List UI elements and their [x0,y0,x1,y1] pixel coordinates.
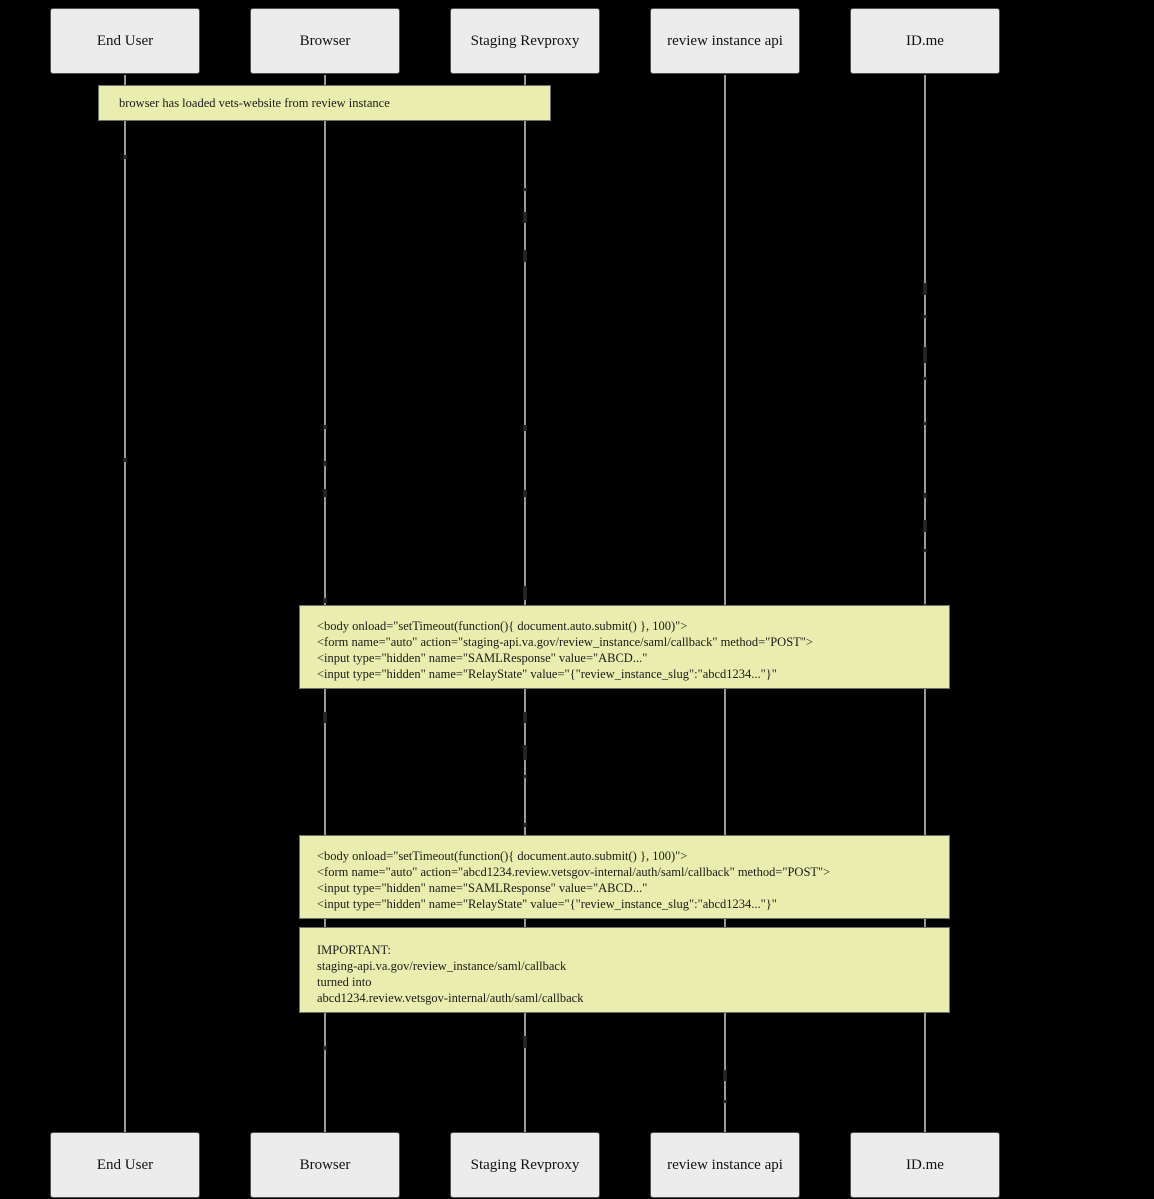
lifeline-crossing-mark [923,347,927,363]
note-saml-autopost-review-instance: <body onload="setTimeout(function(){ doc… [299,835,950,919]
actor-bottom-end-user: End User [50,1132,200,1198]
lifeline-browser [324,75,326,1133]
actor-label: Browser [299,1156,351,1173]
lifeline-crossing-mark [523,712,527,723]
actor-label: ID.me [906,32,944,49]
lifeline-crossing-mark [323,461,327,466]
lifeline-crossing-mark [523,1036,527,1048]
lifeline-crossing-mark [523,586,527,600]
actor-label: Staging Revproxy [470,1156,580,1173]
lifeline-crossing-mark [923,377,927,380]
note-saml-autopost-staging: <body onload="setTimeout(function(){ doc… [299,605,950,689]
note-text: browser has loaded vets-website from rev… [119,96,390,110]
actor-label: End User [96,1156,154,1173]
actor-bottom-staging-revproxy: Staging Revproxy [450,1132,600,1198]
lifeline-crossing-mark [523,212,527,223]
actor-top-review-instance-api: review instance api [650,8,800,74]
note-text: <input type="hidden" name="SAMLResponse"… [317,651,648,665]
lifeline-crossing-mark [923,315,927,318]
note-browser-loaded: browser has loaded vets-website from rev… [98,85,551,121]
lifeline-crossing-mark [923,493,927,498]
lifeline-crossing-mark [923,520,927,532]
actor-label: review instance api [667,1156,783,1173]
note-text: <body onload="setTimeout(function(){ doc… [317,849,688,863]
lifeline-staging-revproxy [524,75,526,1133]
note-text: abcd1234.review.vetsgov-internal/auth/sa… [317,991,584,1005]
lifeline-crossing-mark [723,1100,727,1103]
actor-label: Browser [299,32,351,49]
note-text: staging-api.va.gov/review_instance/saml/… [317,959,567,973]
note-text: <input type="hidden" name="SAMLResponse"… [317,881,648,895]
lifeline-crossing-mark [323,712,327,723]
lifeline-crossing-mark [523,250,527,262]
lifeline-crossing-mark [523,490,527,497]
lifeline-crossing-mark [523,425,527,431]
lifeline-crossing-mark [323,489,327,497]
actor-label: review instance api [667,32,783,49]
lifeline-crossing-mark [123,155,127,159]
lifeline-crossing-mark [123,458,127,462]
note-text: <form name="auto" action="abcd1234.revie… [317,865,831,879]
lifeline-crossing-mark [523,745,527,760]
actor-label: End User [96,32,154,49]
actor-bottom-review-instance-api: review instance api [650,1132,800,1198]
lifeline-crossing-mark [523,775,527,778]
actor-bottom-browser: Browser [250,1132,400,1198]
lifeline-crossing-mark [523,188,527,191]
lifeline-crossing-mark [323,1046,327,1050]
lifeline-end-user [124,75,126,1133]
actor-top-idme: ID.me [850,8,1000,74]
note-text: <input type="hidden" name="RelayState" v… [317,897,777,911]
lifeline-review-instance-api [724,75,726,1133]
lifeline-crossing-mark [723,1070,727,1081]
lifeline-crossing-mark [323,598,327,603]
lifeline-crossing-mark [523,823,527,827]
actor-top-end-user: End User [50,8,200,74]
note-text: turned into [317,975,372,989]
actor-label: ID.me [906,1156,944,1173]
actor-top-browser: Browser [250,8,400,74]
actor-top-staging-revproxy: Staging Revproxy [450,8,600,74]
note-important-url-rewrite: IMPORTANT: staging-api.va.gov/review_ins… [299,927,950,1013]
lifeline-crossing-mark [923,422,927,425]
actor-bottom-idme: ID.me [850,1132,1000,1198]
lifeline-crossing-mark [323,425,327,429]
actor-label: Staging Revproxy [470,32,580,49]
lifeline-crossing-mark [923,283,927,295]
lifeline-crossing-mark [923,549,927,552]
note-text: <body onload="setTimeout(function(){ doc… [317,619,688,633]
note-text: <input type="hidden" name="RelayState" v… [317,667,777,681]
note-text: IMPORTANT: [317,943,392,957]
note-text: <form name="auto" action="staging-api.va… [317,635,813,649]
